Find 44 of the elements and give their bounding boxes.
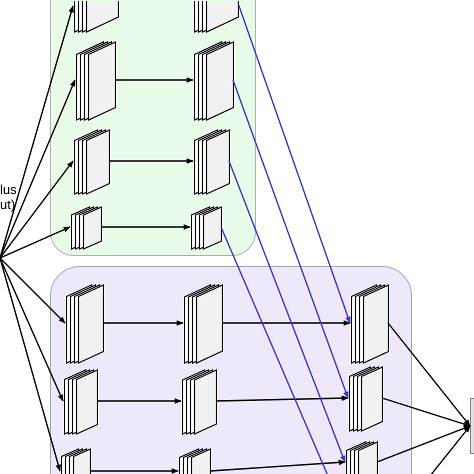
arrow xyxy=(387,322,471,427)
arrow xyxy=(382,397,471,427)
feature-map-stack xyxy=(194,1,239,33)
feature-map-stack xyxy=(74,1,119,33)
arrow xyxy=(0,5,74,258)
feature-map-stack xyxy=(194,41,234,121)
arrow xyxy=(109,158,194,164)
feature-map-stack xyxy=(71,206,102,250)
feature-map-stack xyxy=(61,448,91,474)
feature-map-stack xyxy=(191,206,222,250)
arrow xyxy=(210,460,346,472)
arrow xyxy=(228,160,346,463)
arrow xyxy=(429,425,471,474)
feature-map-stack xyxy=(349,366,383,432)
feature-map-stack xyxy=(182,369,217,435)
feature-map-stack xyxy=(194,129,230,195)
group-panel xyxy=(50,266,412,474)
arrow xyxy=(376,425,471,463)
feature-map-stack xyxy=(64,369,98,435)
feature-map-stack xyxy=(66,284,104,364)
text-label: lus ut) xyxy=(0,182,18,212)
arrow xyxy=(216,395,349,402)
group-panel xyxy=(50,0,256,256)
arrow xyxy=(90,468,179,474)
arrow xyxy=(0,258,61,472)
feature-map-stack xyxy=(351,284,389,364)
arrow xyxy=(0,226,71,259)
arrow xyxy=(222,320,351,326)
arrow xyxy=(0,258,64,402)
arrow xyxy=(97,398,182,404)
arrow xyxy=(0,258,66,324)
arrow xyxy=(115,77,194,83)
arrow xyxy=(0,160,74,258)
feature-map-stack xyxy=(76,41,116,121)
feature-map-stack xyxy=(184,284,223,364)
arrow xyxy=(101,224,191,230)
feature-map-stack xyxy=(346,441,378,474)
arrow xyxy=(0,79,76,258)
feature-map-stack xyxy=(179,448,211,474)
feature-map-stack xyxy=(74,129,110,195)
arrow xyxy=(232,80,349,399)
arrow xyxy=(237,2,351,324)
arrow xyxy=(103,320,184,326)
connector-line xyxy=(220,226,329,474)
